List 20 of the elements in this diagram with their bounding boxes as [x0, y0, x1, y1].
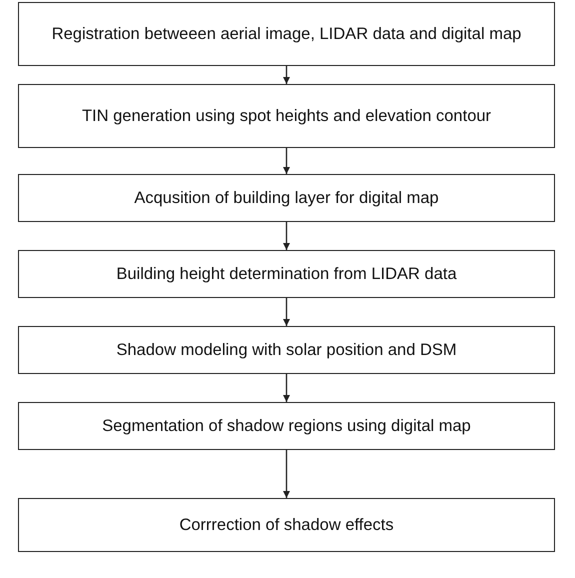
- step-text: TIN generation using spot heights and elevation contour: [82, 106, 492, 127]
- process-box: [18, 250, 555, 298]
- step-text: Segmentation of shadow regions using digital map: [102, 416, 471, 437]
- process-box: [18, 84, 555, 148]
- step-text: Shadow modeling with solar position and DSM: [116, 340, 457, 361]
- arrow: [283, 148, 290, 174]
- step-text: Registration betweeen aerial image, LIDAR data and digital map: [52, 24, 522, 45]
- arrow: [283, 66, 290, 84]
- process-box: [18, 498, 555, 552]
- arrow: [283, 298, 290, 326]
- arrow: [283, 222, 290, 250]
- process-box: [18, 2, 555, 66]
- step-text: Building height determination from LIDAR data: [116, 264, 457, 285]
- step-text: Acqusition of building layer for digital map: [134, 188, 439, 209]
- process-box: [18, 174, 555, 222]
- step-text: Corrrection of shadow effects: [179, 515, 394, 536]
- arrow: [283, 374, 290, 402]
- process-box: [18, 402, 555, 450]
- arrow: [283, 450, 290, 498]
- process-box: [18, 326, 555, 374]
